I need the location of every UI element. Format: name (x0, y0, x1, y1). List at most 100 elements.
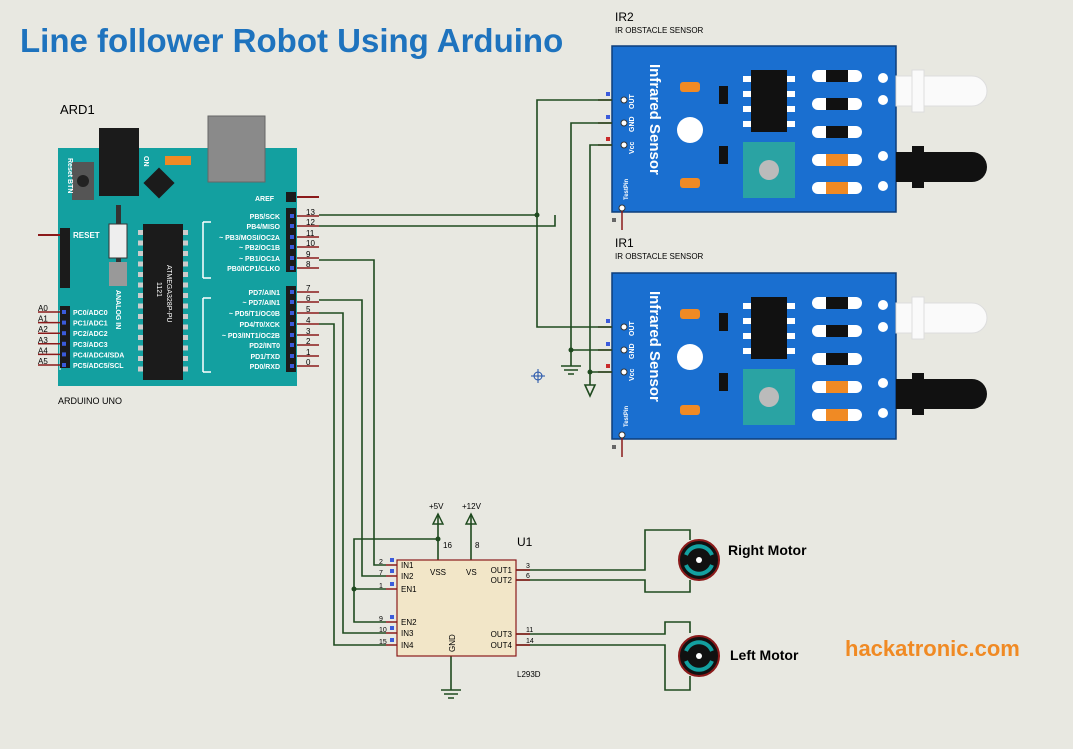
driver-pin-label: EN2 (401, 618, 417, 627)
driver-pin-label: EN1 (401, 585, 417, 594)
pin-marker (290, 235, 294, 239)
digital-pin-label: ~ PB2/OC1B (239, 245, 280, 252)
digital-pin-number: 8 (306, 260, 311, 269)
aref-label: AREF (255, 196, 275, 203)
analog-pin-number: A1 (38, 315, 48, 324)
driver-pin-label: IN1 (401, 561, 414, 570)
probe-marker (531, 369, 545, 383)
analog-pin-number: A4 (38, 346, 48, 355)
wire-en2 (353, 589, 386, 623)
analog-pin-number: A2 (38, 325, 48, 334)
ir1-pin-label: Vcc (629, 368, 636, 381)
vss-pin: 16 (443, 541, 452, 550)
driver-out-label: OUT2 (491, 576, 513, 585)
driver-pin-number: 9 (379, 616, 383, 623)
ir1-sensor: IR1 IR OBSTACLE SENSOR OUTGNDVccTestPinI… (598, 236, 988, 457)
ir1-receiver (896, 379, 987, 409)
digital-pin-label: ~ PD7/AIN1 (242, 300, 280, 307)
driver-pin-number: 7 (379, 570, 383, 577)
driver-out-number: 11 (526, 627, 533, 634)
wire-out2 (516, 579, 691, 593)
page-title: Line follower Robot Using Arduino (20, 22, 564, 59)
pin-marker (290, 311, 294, 315)
voltage-regulator (108, 223, 128, 259)
ir2-emitter (895, 75, 988, 107)
driver-ref: U1 (517, 535, 533, 549)
on-label: ON (142, 156, 149, 167)
digital-pin-number: 11 (306, 229, 315, 238)
arduino-uno: ARD1 ARDUINO UNO Reset BTN ON ANALOG IN … (38, 102, 319, 406)
pin-marker (62, 363, 66, 367)
analog-in-label: ANALOG IN (114, 290, 121, 329)
digital-pin-number: 7 (306, 284, 311, 293)
digital-pin-label: PD0/RXD (250, 364, 280, 371)
wire-ir-vcc (589, 144, 612, 373)
digital-pin-number: 6 (306, 294, 311, 303)
crystal (143, 167, 175, 199)
analog-pin-label: PC5/ADC5/SCL (73, 363, 124, 370)
reset-btn-label: Reset BTN (66, 158, 73, 193)
plus12-label: +12V (462, 502, 482, 511)
digital-pin-label: PB4/MISO (247, 224, 281, 231)
wire-ir-gnd (570, 122, 612, 351)
chip-id: 1121 (155, 282, 162, 297)
ir2-test-label: TestPin (624, 178, 630, 200)
wire-en1 (353, 538, 438, 590)
vs-label: VS (466, 568, 477, 577)
digital-pin-label: ~ PD3/INT1/OC2B (222, 333, 280, 340)
ir2-pin-label: Vcc (629, 141, 636, 154)
analog-pin-number: A0 (38, 304, 48, 313)
chip-pins (138, 230, 188, 372)
analog-pin-number: A5 (38, 357, 48, 366)
digital-pin-label: ~ PB3/MOSI/OC2A (219, 235, 280, 242)
ir1-ref: IR1 (615, 236, 634, 250)
power-jack (99, 128, 139, 196)
driver-out-label: OUT4 (491, 641, 513, 650)
pin-marker (290, 354, 294, 358)
digital-pin-label: PD2/INT0 (249, 343, 280, 350)
driver-out-label: OUT1 (491, 566, 513, 575)
ground-symbols (441, 365, 597, 699)
ir1-pin-label: GND (629, 343, 636, 359)
digital-pin-number: 5 (306, 305, 311, 314)
pin-marker (290, 364, 294, 368)
ir1-emitter (895, 302, 988, 334)
digital-pin-number: 13 (306, 208, 315, 217)
driver-out-number: 3 (526, 563, 530, 570)
ir2-ref: IR2 (615, 10, 634, 24)
digital-pin-number: 9 (306, 250, 311, 259)
ir1-test-label: TestPin (624, 405, 630, 427)
ir1-hole (677, 344, 703, 370)
wire-out3 (516, 621, 691, 635)
ir2-hole (677, 117, 703, 143)
chip-name: ATMEGA328P-PU (165, 265, 172, 322)
driver-out-number: 6 (526, 573, 530, 580)
brand-watermark: hackatronic.com (845, 636, 1020, 661)
digital-pin-number: 4 (306, 316, 311, 325)
wires (319, 99, 691, 691)
ir1-pin-label: OUT (629, 321, 636, 337)
pin-marker (290, 245, 294, 249)
pin-marker (290, 343, 294, 347)
ir2-name: IR OBSTACLE SENSOR (615, 26, 704, 35)
driver-pin-label: IN3 (401, 629, 414, 638)
arduino-ref: ARD1 (60, 102, 95, 117)
wire-out1 (516, 529, 691, 571)
wire-d13-ir2 (319, 99, 612, 216)
driver-out-label: OUT3 (491, 630, 513, 639)
driver-pin-label: IN4 (401, 641, 414, 650)
on-led (165, 156, 191, 165)
left-motor-label: Left Motor (730, 647, 799, 663)
analog-pin-label: PC3/ADC3 (73, 342, 108, 349)
analog-pin-label: PC1/ADC1 (73, 321, 108, 328)
pin-marker (290, 214, 294, 218)
arduino-name: ARDUINO UNO (58, 396, 122, 406)
analog-pins: PC0/ADC0A0PC1/ADC1A1PC2/ADC2A2PC3/ADC3A3… (38, 304, 124, 370)
digital-pin-label: PD7/AIN1 (248, 290, 280, 297)
digital-pin-label: PD4/T0/XCK (240, 322, 280, 329)
pin-marker (290, 266, 294, 270)
pin-marker (62, 341, 66, 346)
digital-pin-label: PB0/ICP1/CLKO (227, 266, 280, 273)
